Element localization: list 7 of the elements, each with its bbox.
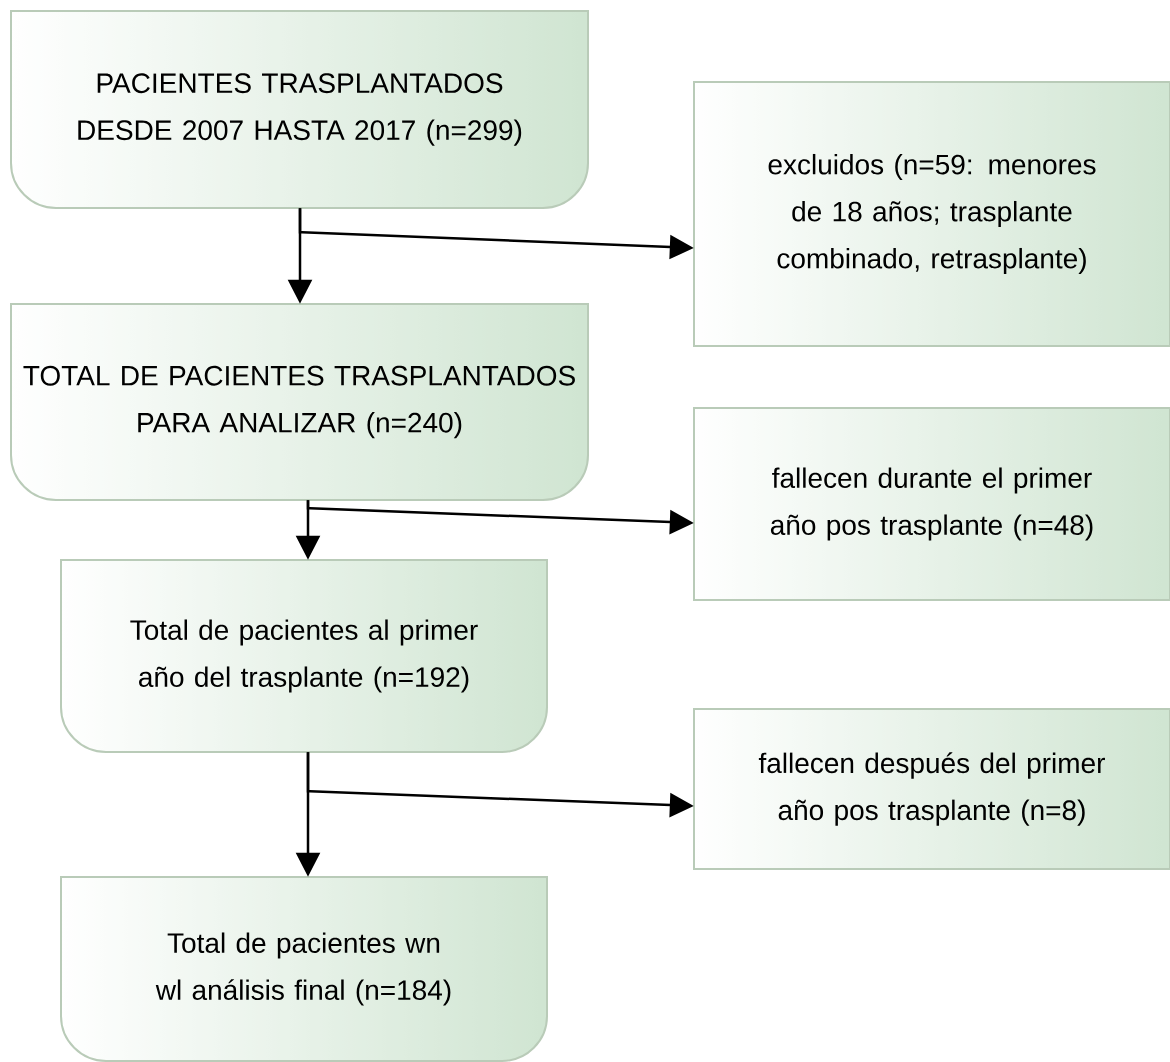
process-box: PACIENTES TRASPLANTADOS DESDE 2007 HASTA 2017 (n=299) [10,10,589,209]
exclusion-box: fallecen después del primer año pos trasplante (n=8) [693,708,1170,870]
process-box: Total de pacientes al primer año del trasplante (n=192) [60,559,548,753]
exclusion-box: fallecen durante el primer año pos trasplante (n=48) [693,407,1170,601]
exclusion-box: excluidos (n=59: menores de 18 años; trasplante combinado, retrasplante) [693,81,1170,347]
process-box: Total de pacientes wn wl análisis final (n=184) [60,876,548,1062]
process-box: TOTAL DE PACIENTES TRASPLANTADOS PARA ANALIZAR (n=240) [10,303,589,501]
